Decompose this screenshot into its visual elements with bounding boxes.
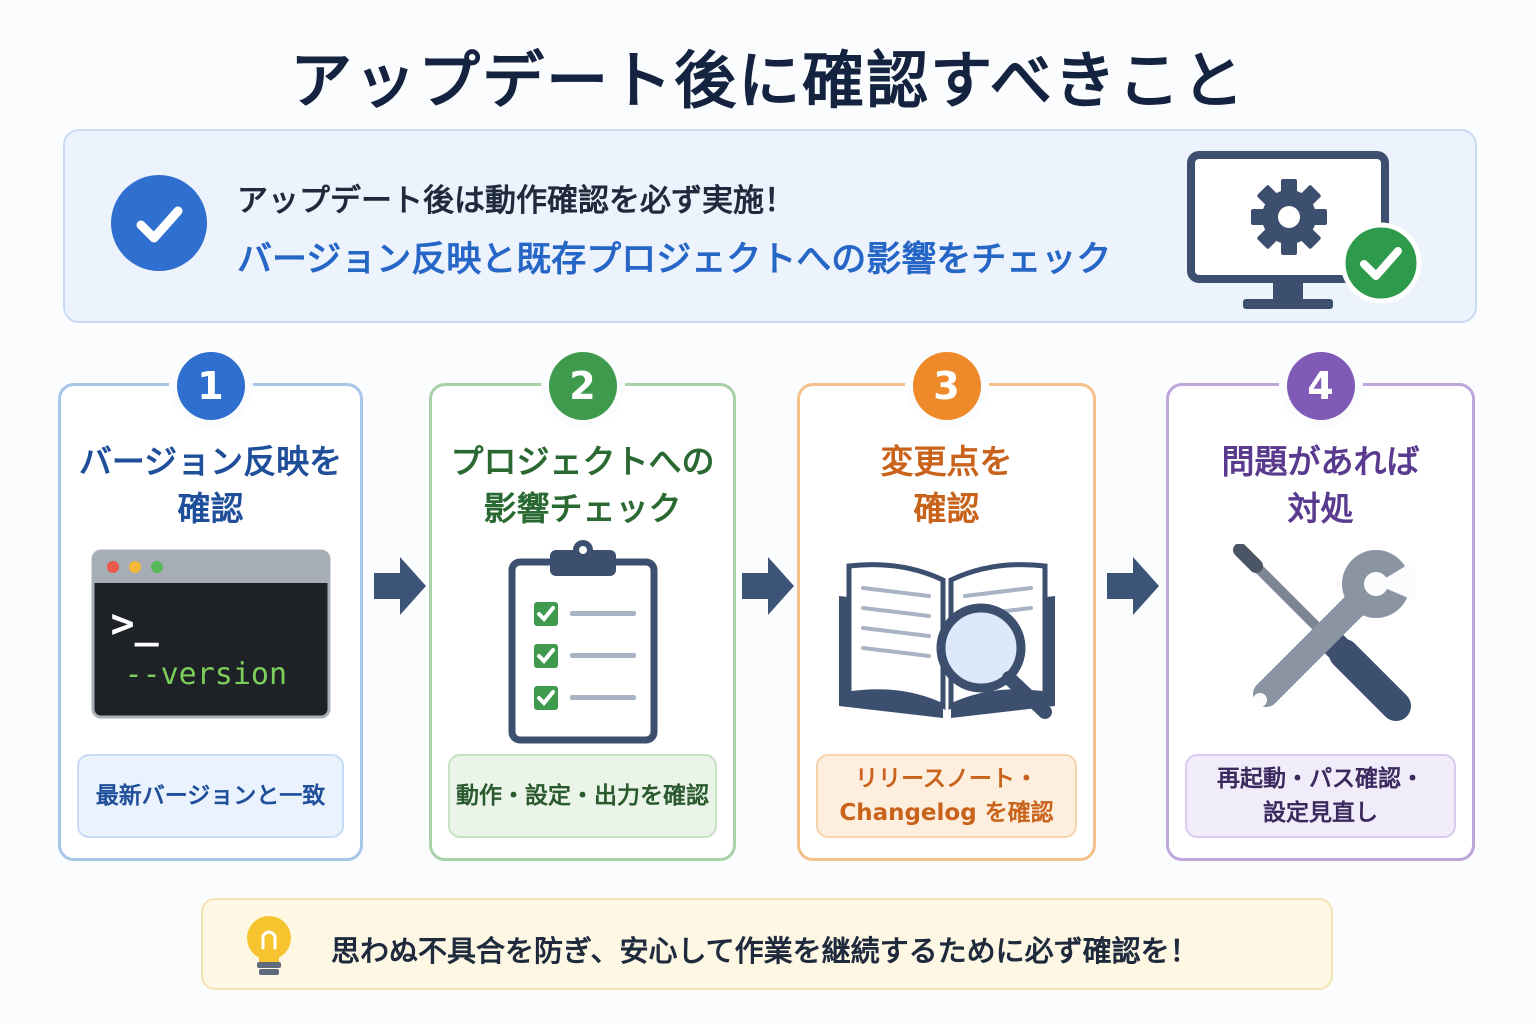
book-magnifier-icon bbox=[838, 562, 1055, 719]
step-title-3-line2: 確認 bbox=[913, 489, 980, 528]
step-note-4: 再起動・パス確認・ 設定見直し bbox=[1185, 754, 1456, 838]
step-title-3: 変更点を 確認 bbox=[810, 438, 1083, 532]
banner-headline: アップデート後は動作確認を必ず実施！ bbox=[237, 183, 795, 219]
step-badge-3: 3 bbox=[912, 352, 981, 420]
step-note-1-line1: 最新バージョンと一致 bbox=[95, 783, 326, 809]
arrow-right-icon bbox=[1107, 557, 1159, 615]
footer-text: 思わぬ不具合を防ぎ、安心して作業を継続するために必ず確認を！ bbox=[331, 934, 1199, 968]
step-note-2: 動作・設定・出力を確認 bbox=[448, 754, 717, 838]
step-note-4-line2: 設定見直し bbox=[1263, 800, 1378, 826]
terminal-icon: >_ --version bbox=[91, 549, 331, 721]
step-note-4-line1: 再起動・パス確認・ bbox=[1217, 766, 1424, 792]
step-title-2-line1: プロジェクトへの bbox=[450, 442, 715, 481]
step-title-2: プロジェクトへの 影響チェック bbox=[442, 438, 723, 532]
step-title-4-line1: 問題があれば bbox=[1221, 442, 1420, 481]
step-note-3-line1: リリースノート・ bbox=[855, 766, 1038, 792]
step-card-3: 3 変更点を 確認 リリースノート・ Changelog を確認 bbox=[797, 352, 1096, 861]
terminal-prompt: >_ bbox=[110, 601, 159, 647]
terminal-command: --version bbox=[124, 657, 288, 692]
step-card-4: 4 問題があれば 対処 再起動・パス確認・ 設定見直し bbox=[1166, 352, 1475, 861]
banner-subheadline: バージョン反映と既存プロジェクトへの影響をチェック bbox=[237, 240, 1112, 280]
lightbulb-icon bbox=[247, 916, 291, 975]
step-badge-4: 4 bbox=[1286, 352, 1355, 420]
summary-banner: アップデート後は動作確認を必ず実施！ バージョン反映と既存プロジェクトへの影響を… bbox=[63, 129, 1477, 323]
step-title-1: バージョン反映を 確認 bbox=[71, 438, 350, 532]
step-title-1-line1: バージョン反映を bbox=[78, 442, 343, 481]
wrench-screwdriver-icon bbox=[1232, 544, 1416, 721]
check-circle-icon bbox=[111, 175, 207, 271]
clipboard-checklist-icon bbox=[508, 540, 657, 744]
step-title-2-line2: 影響チェック bbox=[483, 489, 682, 528]
arrow-right-icon bbox=[742, 557, 794, 615]
step-title-3-line1: 変更点を bbox=[880, 442, 1013, 481]
footer-tip: 思わぬ不具合を防ぎ、安心して作業を継続するために必ず確認を！ bbox=[201, 898, 1333, 990]
step-badge-2: 2 bbox=[548, 352, 617, 420]
arrow-right-icon bbox=[374, 557, 426, 615]
step-title-1-line2: 確認 bbox=[177, 489, 244, 528]
step-note-3-line2: Changelog を確認 bbox=[839, 800, 1054, 826]
step-card-1: 1 バージョン反映を 確認 >_ --version 最新バージョンと一致 bbox=[58, 352, 363, 861]
step-title-4: 問題があれば 対処 bbox=[1179, 438, 1462, 532]
monitor-gear-icon bbox=[1185, 147, 1425, 321]
step-badge-1: 1 bbox=[176, 352, 245, 420]
page-title: アップデート後に確認すべきこと bbox=[290, 44, 1246, 117]
step-note-2-line1: 動作・設定・出力を確認 bbox=[456, 783, 709, 809]
step-title-4-line2: 対処 bbox=[1287, 489, 1354, 528]
step-card-2: 2 プロジェクトへの 影響チェック 動作・設定・出力を確認 bbox=[429, 352, 736, 861]
step-note-1: 最新バージョンと一致 bbox=[77, 754, 344, 838]
step-note-3: リリースノート・ Changelog を確認 bbox=[816, 754, 1077, 838]
